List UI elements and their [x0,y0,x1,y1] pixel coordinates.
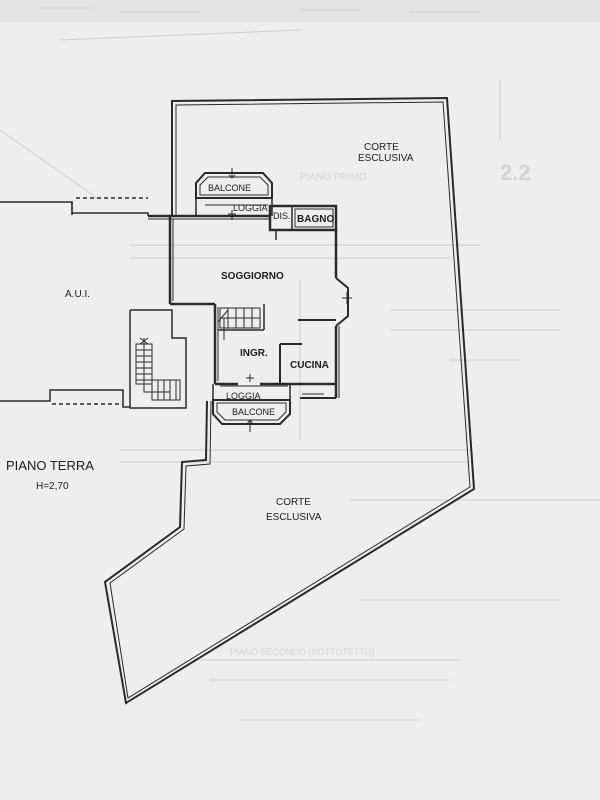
cucina-label: CUCINA [290,360,329,371]
balcone-top-label: BALCONE [208,183,251,193]
dis-label: DIS. [273,211,291,221]
ingr-label: INGR. [240,348,268,359]
court-boundary [103,96,476,705]
soggiorno-label: SOGGIORNO [221,271,284,282]
corte-bottom-label-1: CORTE [276,497,311,508]
loggia-top-label: LOGGIA [233,203,268,213]
corte-top-label-1: CORTE [364,142,399,153]
external-stair [129,309,187,409]
background-ghost-marks [0,7,600,721]
balcone-bottom-label: BALCONE [232,407,275,417]
aui-unit [0,197,149,408]
svg-text:PIANO SECONDO (SOTTOTETTO): PIANO SECONDO (SOTTOTETTO) [230,647,375,657]
piano-terra-title: PIANO TERRA [6,458,94,473]
corte-top-label-2: ESCLUSIVA [358,153,414,164]
internal-stair [217,307,261,340]
loggia-bottom-label: LOGGIA [226,391,261,401]
corte-bottom-label-2: ESCLUSIVA [266,512,322,523]
aui-label: A.U.I. [65,289,90,300]
bottom-balcony [212,374,291,432]
svg-text:2.2: 2.2 [500,160,531,185]
top-balcony [195,168,273,220]
height-note: H=2,70 [36,481,69,492]
building-walls [148,204,352,399]
bagno-label: BAGNO [297,214,334,225]
svg-text:PIANO PRIMO: PIANO PRIMO [300,172,367,183]
